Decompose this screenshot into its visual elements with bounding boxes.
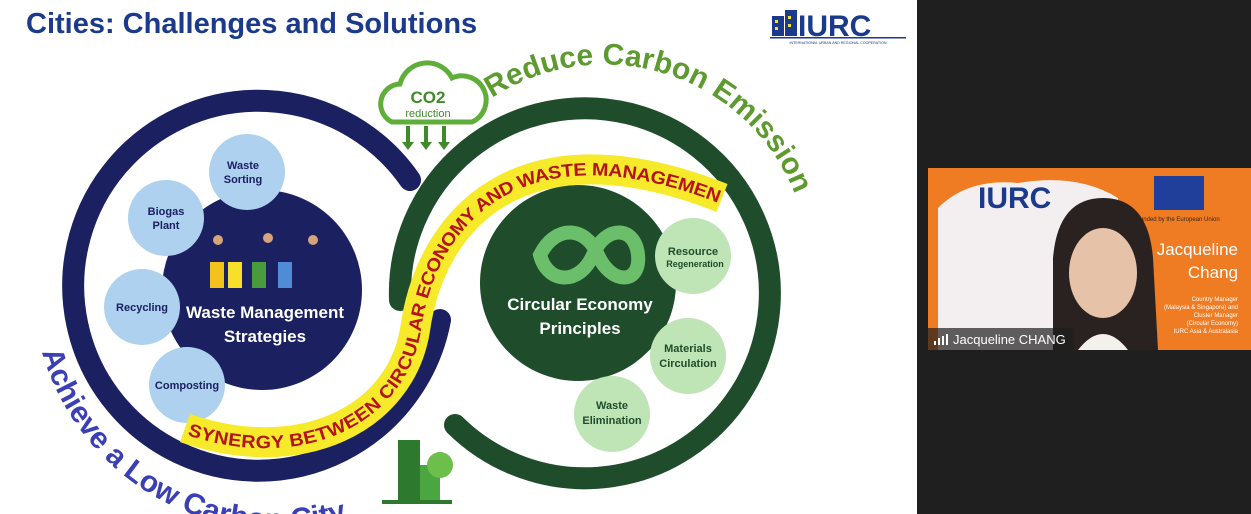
svg-text:Resource: Resource <box>668 246 718 258</box>
svg-text:Strategies: Strategies <box>224 327 306 346</box>
svg-text:Regeneration: Regeneration <box>666 259 724 269</box>
svg-text:Chang: Chang <box>1188 263 1238 282</box>
item-composting: Composting <box>149 347 225 423</box>
circular-economy-circle <box>480 185 676 381</box>
signal-strength-icon <box>934 333 948 345</box>
svg-text:Waste: Waste <box>227 160 259 172</box>
green-city-icon <box>382 440 453 504</box>
svg-text:Plant: Plant <box>153 220 180 232</box>
participant-person <box>1053 198 1158 350</box>
iurc-logo: IURC INTERNATIONAL URBAN AND REGIONAL CO… <box>770 10 906 45</box>
slide-title: Cities: Challenges and Solutions <box>26 8 478 40</box>
infinity-icon <box>532 225 646 285</box>
synergy-band-stroke <box>180 154 728 458</box>
svg-text:Elimination: Elimination <box>582 415 642 427</box>
svg-text:Jacqueline: Jacqueline <box>1157 240 1238 259</box>
right-title: Circular Economy <box>507 295 653 314</box>
participant-name: Jacqueline CHANG <box>953 331 1066 347</box>
svg-text:reduction: reduction <box>405 108 450 120</box>
presentation-slide: Cities: Challenges and Solutions IURC IN… <box>0 0 917 514</box>
svg-text:Cluster Manager: Cluster Manager <box>1194 313 1238 319</box>
participant-name-bar: Jacqueline CHANG <box>928 328 1074 350</box>
participant-video[interactable]: IURC Funded by the European Union Jacque… <box>928 168 1251 350</box>
diagram: CO2 reduction Waste Management Strategie… <box>0 0 819 514</box>
svg-text:(Malaysia & Singapore) and: (Malaysia & Singapore) and <box>1164 305 1238 311</box>
right-ring <box>388 97 781 490</box>
svg-text:Funded by the European Union: Funded by the European Union <box>1136 217 1219 223</box>
svg-text:Recycling: Recycling <box>116 302 168 314</box>
eu-flag-icon <box>1154 176 1204 210</box>
svg-text:Materials: Materials <box>664 343 712 355</box>
svg-text:IURC Asia & Australasia: IURC Asia & Australasia <box>1174 329 1239 335</box>
svg-text:Biogas: Biogas <box>148 206 185 218</box>
co2-reduction-icon: CO2 reduction <box>378 60 489 150</box>
svg-text:Sorting: Sorting <box>224 174 263 186</box>
bins-illustration-icon <box>210 233 318 288</box>
item-recycling: Recycling <box>104 269 180 345</box>
svg-text:Composting: Composting <box>155 380 219 392</box>
svg-text:Country Manager: Country Manager <box>1192 297 1238 303</box>
svg-text:IURC: IURC <box>978 182 1051 215</box>
svg-text:Principles: Principles <box>539 319 620 338</box>
svg-text:Waste: Waste <box>596 400 628 412</box>
virtual-background: IURC Funded by the European Union Jacque… <box>938 176 1239 350</box>
svg-text:CO2: CO2 <box>411 88 446 107</box>
svg-text:Circulation: Circulation <box>659 358 717 370</box>
left-ring <box>62 89 451 482</box>
svg-text:INTERNATIONAL URBAN AND REGION: INTERNATIONAL URBAN AND REGIONAL COOPERA… <box>789 41 886 45</box>
svg-text:(Circular Economy): (Circular Economy) <box>1187 321 1238 327</box>
left-title: Waste Management <box>186 303 344 322</box>
